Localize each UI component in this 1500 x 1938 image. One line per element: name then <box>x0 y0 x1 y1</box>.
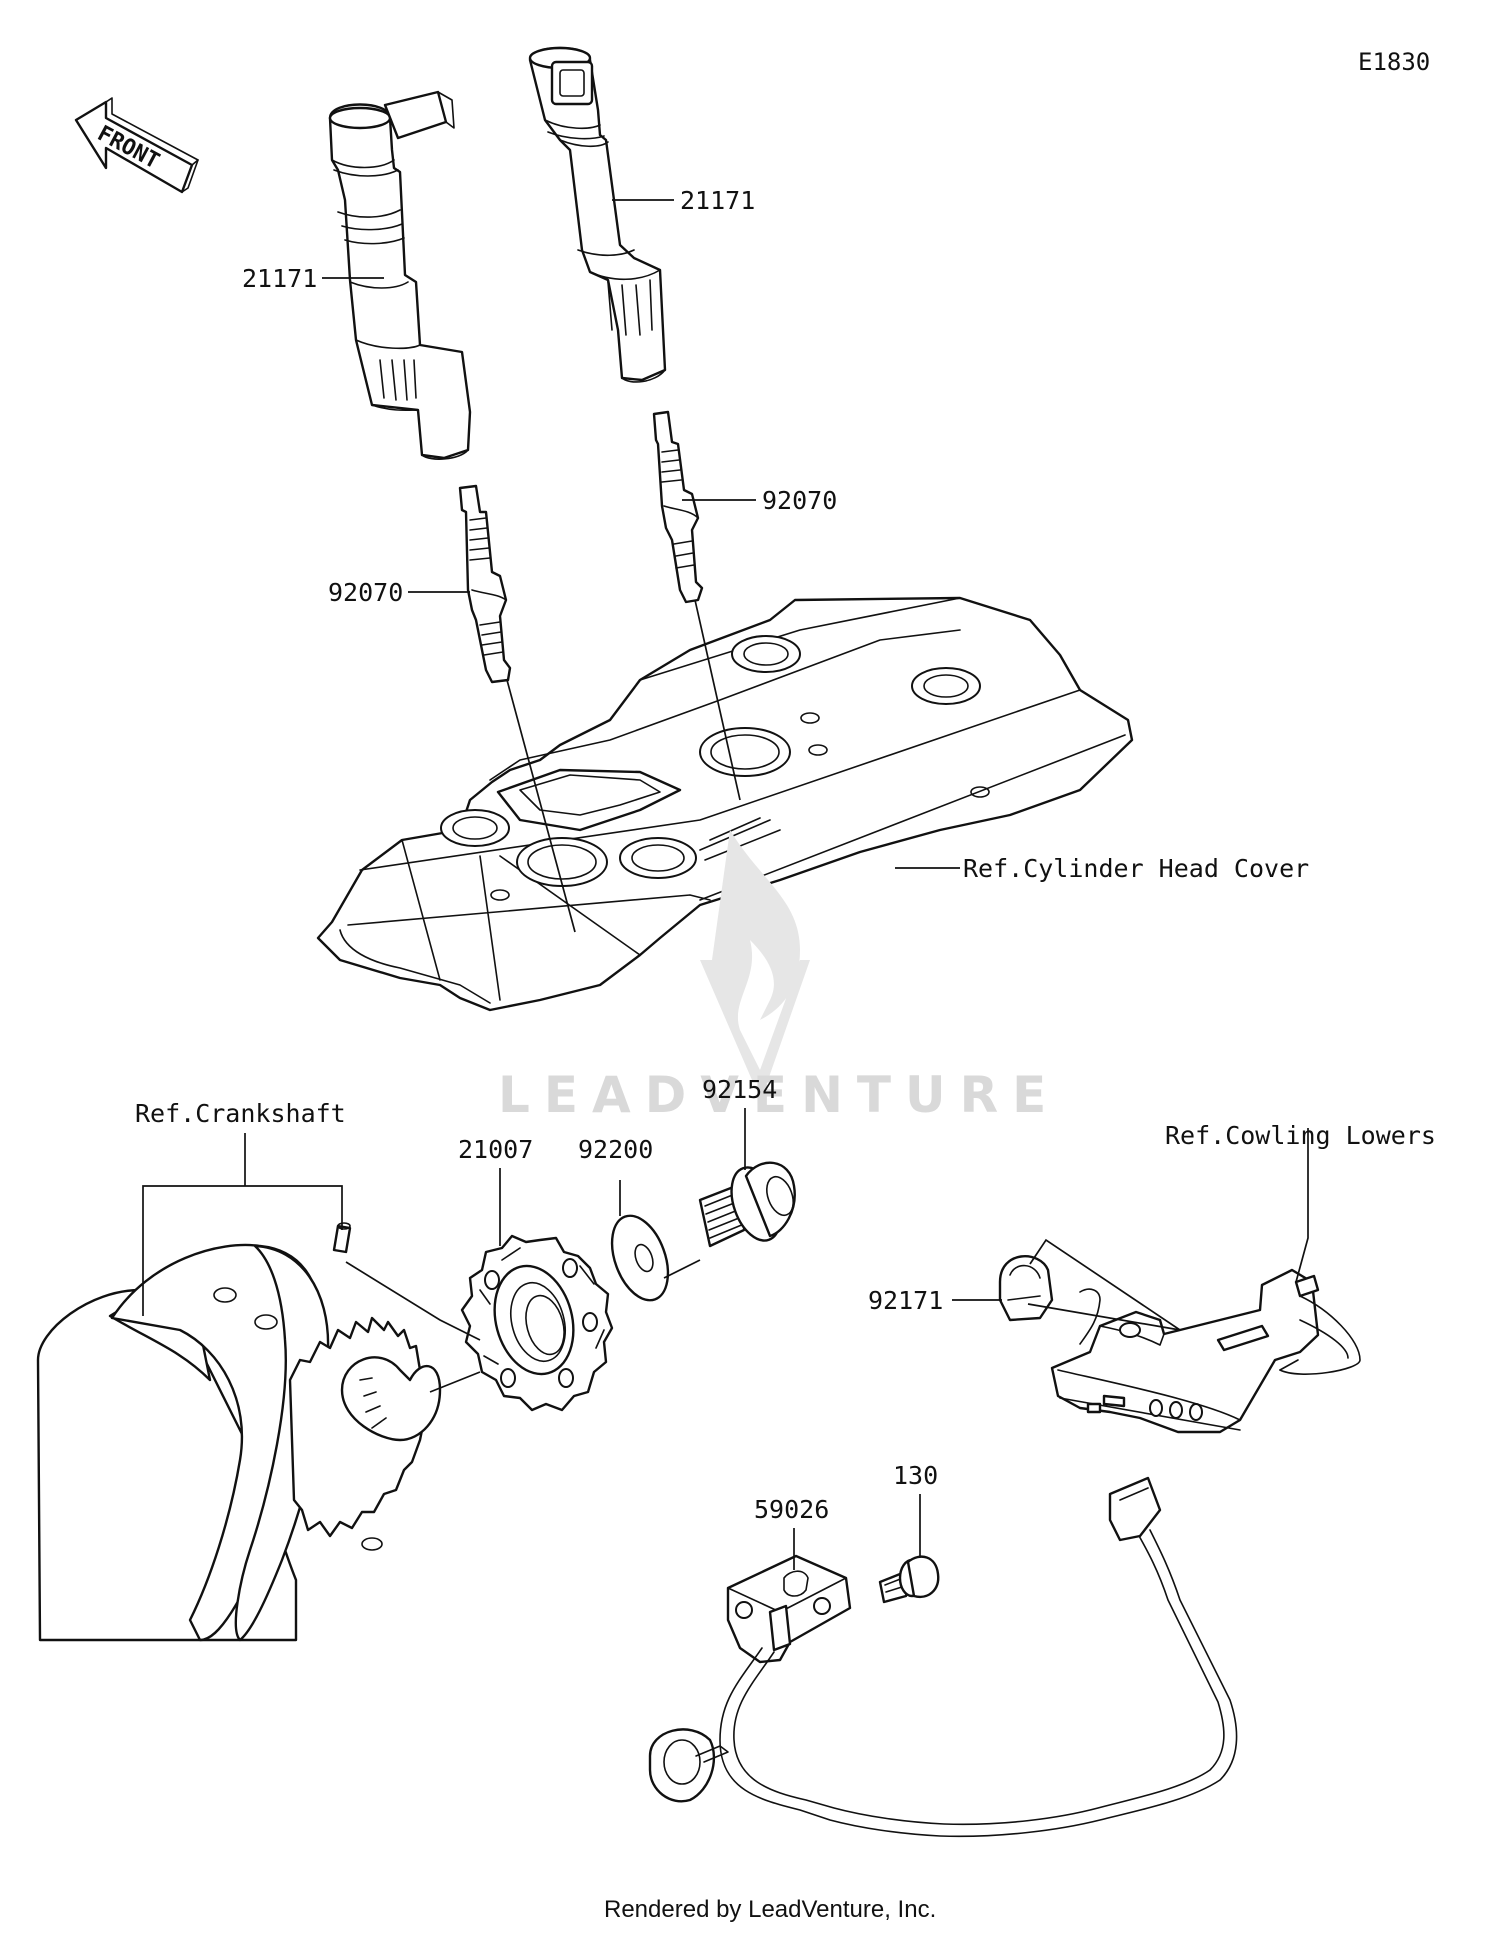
callout-rotor: 21007 <box>458 1135 533 1164</box>
callout-clamp: 92171 <box>868 1286 943 1315</box>
leader-lines <box>142 199 1309 1570</box>
washer <box>610 1214 670 1302</box>
callout-plug-right: 92070 <box>762 486 837 515</box>
rotor-bolt <box>698 1161 796 1248</box>
ignition-coil-left <box>328 90 472 460</box>
callout-crankshaft: Ref.Crankshaft <box>135 1099 346 1128</box>
callout-bolt: 92154 <box>702 1075 777 1104</box>
spark-plug-left <box>458 484 512 684</box>
timing-rotor <box>460 1234 614 1412</box>
diagram-code: E1830 <box>1358 48 1430 76</box>
wire-clamp <box>998 1255 1054 1322</box>
sensor-bolt <box>878 1555 940 1604</box>
crankshaft <box>36 1222 481 1642</box>
cylinder-head-cover <box>316 596 1134 1012</box>
cowling-bracket <box>1050 1268 1361 1434</box>
watermark-text: LEADVENTURE <box>498 1066 1060 1124</box>
callout-sensor-bolt: 130 <box>893 1461 938 1490</box>
callout-plug-left: 92070 <box>328 578 403 607</box>
callout-coil-left: 21171 <box>242 264 317 293</box>
crankshaft-sensor <box>648 1476 1238 1838</box>
callout-head-cover: Ref.Cylinder Head Cover <box>963 854 1309 883</box>
callout-coil-right: 21171 <box>680 186 755 215</box>
spark-plug-right <box>652 410 704 604</box>
ignition-coil-right <box>528 46 667 383</box>
callout-sensor: 59026 <box>754 1495 829 1524</box>
leadventure-watermark: LEADVENTURE <box>498 830 1060 1124</box>
front-direction-arrow: FRONT <box>74 97 199 194</box>
callout-washer: 92200 <box>578 1135 653 1164</box>
callout-cowling: Ref.Cowling Lowers <box>1165 1121 1436 1150</box>
render-credit: Rendered by LeadVenture, Inc. <box>604 1896 936 1923</box>
